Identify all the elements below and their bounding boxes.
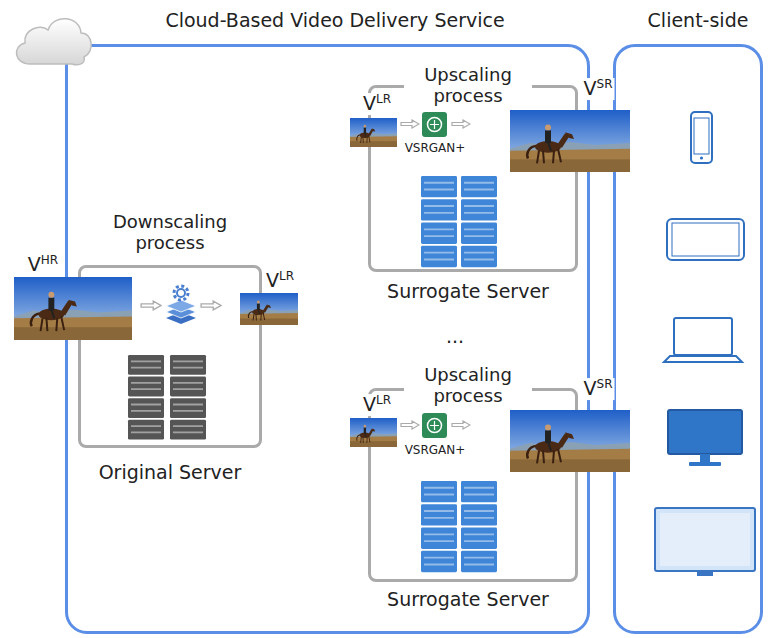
client-panel: Client-side (613, 44, 763, 634)
server-name: Original Server (99, 462, 242, 484)
video-label: VLR (264, 270, 296, 292)
process-heading: Upscaling process (404, 365, 532, 406)
video-label: VSR (582, 378, 615, 400)
model-label: VSRGAN+ (405, 444, 466, 458)
superscript: SR (597, 377, 613, 391)
superscript: LR (376, 92, 391, 106)
panel-title: Client-side (648, 10, 749, 32)
superscript: HR (41, 253, 58, 267)
server-name: Surrogate Server (387, 281, 549, 303)
video-label: VSR (582, 78, 615, 100)
server-box: Upscaling processSurrogate Server (368, 388, 578, 582)
process-heading: Upscaling process (404, 65, 532, 106)
superscript: LR (376, 393, 391, 407)
region-title: Cloud-Based Video Delivery Service (165, 10, 504, 32)
process-heading: Downscaling process (95, 212, 245, 253)
superscript: LR (279, 269, 294, 283)
video-label: VLR (361, 394, 393, 416)
ellipsis-label: ... (446, 326, 464, 348)
service-region: Cloud-Based Video Delivery ServiceDownsc… (65, 44, 590, 634)
server-box: Upscaling processSurrogate Server (368, 85, 578, 272)
video-label: VHR (28, 254, 58, 276)
server-name: Surrogate Server (387, 589, 549, 611)
video-label: VLR (361, 93, 393, 115)
server-box: Downscaling processOriginal Server (78, 265, 262, 448)
superscript: SR (597, 77, 613, 91)
model-label: VSRGAN+ (405, 142, 466, 156)
